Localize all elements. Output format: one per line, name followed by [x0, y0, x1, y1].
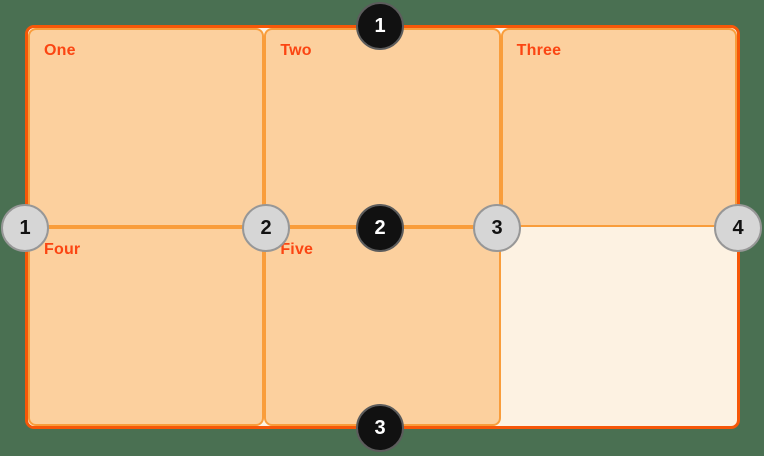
row-line-badge-2: 2 [356, 204, 404, 252]
grid-container: One Two Three Four Five [25, 25, 740, 429]
column-line-badge-1: 1 [1, 204, 49, 252]
grid-cell-four: Four [28, 227, 265, 426]
cell-label: Three [516, 42, 562, 59]
badge-number: 3 [374, 416, 386, 439]
column-line-badge-3: 3 [473, 204, 521, 252]
grid-cell-empty [501, 227, 737, 426]
cell-label: Two [280, 42, 312, 59]
row-line-badge-3: 3 [356, 404, 404, 452]
grid-cell-one: One [28, 28, 265, 227]
grid-cell-two: Two [264, 28, 501, 227]
badge-number: 1 [19, 216, 31, 239]
column-line-badge-2: 2 [242, 204, 290, 252]
badge-number: 4 [732, 216, 744, 239]
grid-cell-three: Three [500, 28, 737, 227]
column-line-badge-4: 4 [714, 204, 762, 252]
cell-label: Four [44, 241, 81, 258]
badge-number: 2 [374, 216, 386, 239]
row-line-badge-1: 1 [356, 2, 404, 50]
cell-label: One [44, 42, 76, 59]
badge-number: 2 [260, 216, 272, 239]
grid-cell-five: Five [264, 227, 501, 426]
cell-label: Five [280, 241, 314, 258]
badge-number: 3 [491, 216, 503, 239]
badge-number: 1 [374, 14, 386, 37]
